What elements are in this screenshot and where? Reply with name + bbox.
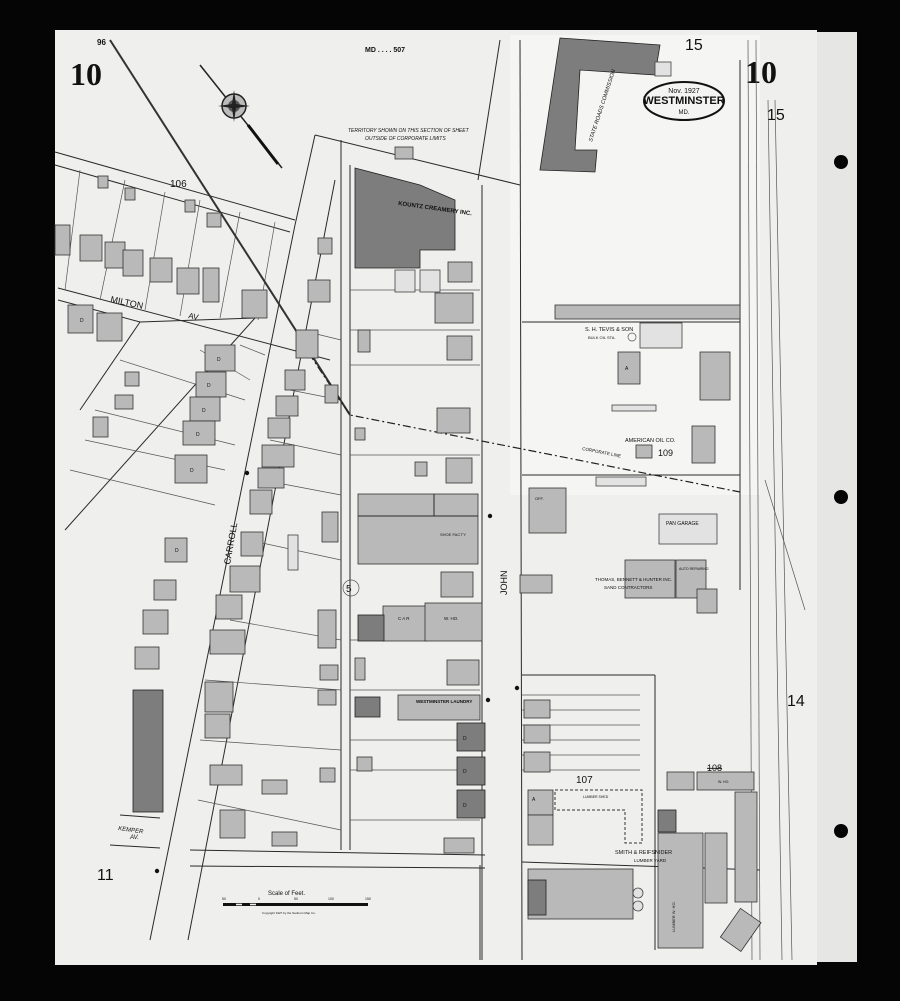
dwelling-marks: D D D D D D D D D D A A [80,318,629,809]
date-stamp: Nov. 1927 WESTMINSTER MD. [643,81,725,121]
label-pan-garage: PAN GARAGE [666,521,699,527]
scale-title: Scale of Feet. [268,891,305,897]
stamp-date: Nov. 1927 [668,88,699,95]
block-number-108: 108 [707,763,722,773]
label-tevis: S. H. TEVIS & SON [585,327,633,333]
svg-text:D: D [463,736,467,742]
scale-tick: 0 [258,897,260,901]
punch-hole [834,824,848,838]
svg-text:A: A [532,797,536,803]
adjoining-sheet-14: 14 [787,693,805,710]
hydrant-icon [514,685,520,691]
north-arrow-compass-icon [199,64,283,169]
punch-hole [834,155,848,169]
svg-text:D: D [463,769,467,775]
adjoining-sheet-5: 5 [346,584,352,595]
block-number-107: 107 [576,775,593,786]
scale-tick: 50 [222,897,226,901]
street-label-john: JOHN [499,571,509,596]
scale-bar: Scale of Feet. 50 0 50 100 150 Copyright… [222,891,371,915]
label-car: C A R [398,616,410,621]
buildings [54,37,762,952]
svg-text:D: D [196,432,200,438]
scale-tick: 50 [294,897,298,901]
building-pan-garage [658,513,718,545]
svg-text:D: D [217,357,221,363]
oil-tank-icon [627,332,637,342]
territory-note-line1: TERRITORY SHOWN ON THIS SECTION OF SHEET [348,128,470,134]
svg-text:D: D [175,548,179,554]
hydrant-icon [244,470,250,476]
sheet-5-marker [342,579,360,597]
label-office: OFF. [535,496,544,501]
copyright: Copyright 1927 by the Sanborn Map Co. [262,911,316,915]
hydrant-icon [485,697,491,703]
label-american-oil: AMERICAN OIL CO. [625,438,676,444]
adjoining-sheet-15-right: 15 [767,107,785,124]
label-bulk-oil-station: BULK OIL STA. [588,335,616,340]
label-auto-repairing: AUTO REPAIRING [679,567,709,571]
lumber-shed-outline [554,789,643,844]
svg-text:D: D [207,383,211,389]
svg-text:A: A [625,366,629,372]
adjoining-sheet-96: 96 [97,38,106,47]
label-lumber-yard: LUMBER YARD [634,858,667,863]
corporate-limit-line [299,339,741,493]
adjoining-sheet-15-top: 15 [685,37,703,54]
block-number-106: 106 [170,179,187,190]
building-shoe-factory [357,493,479,565]
sheet-number-right: 10 [745,54,777,90]
building-office [528,487,567,534]
label-thomas-bennett-hunter: THOMAS, BENNETT & HUNTER INC. [595,577,672,582]
building-lumber-warehouse [657,832,704,949]
stamp-city: WESTMINSTER [643,95,724,107]
adjoining-sheet-11: 11 [97,867,114,884]
hydrant-icon [487,513,493,519]
label-sand-contractors: SAND CONTRACTORS [604,585,652,590]
label-shoe-factory: SHOE FACT'Y [440,532,466,537]
building-row-houses [132,689,164,813]
svg-text:D: D [202,408,206,414]
svg-text:D: D [80,318,84,324]
street-lines [54,39,761,961]
sheet-number-left: 10 [70,56,102,92]
street-label-kemper: KEMPER [118,826,145,836]
hydrant-icon [154,868,160,874]
scale-tick: 100 [328,897,334,901]
territory-note-line2: OUTSIDE OF CORPORATE LIMITS [365,136,446,142]
building-state-roads-garage [539,37,661,173]
punch-hole [834,490,848,504]
label-westminster-laundry: WESTMINSTER LAUNDRY [416,699,472,704]
svg-text:D: D [190,468,194,474]
label-warehouse-2: W. HO. [444,616,459,621]
label-smith-reifsnider: SMITH & REIFSNIDER [615,850,672,856]
street-label-milton-av: AV. [188,311,201,322]
scale-tick: 150 [365,897,371,901]
building-westminster-laundry [397,694,481,721]
label-lumber-warehouse: LUMBER W. HO. [671,901,676,932]
index-reference: MD . . . . 507 [365,47,405,54]
block-number-109: 109 [658,448,673,458]
building-kountz-creamery [354,167,456,269]
svg-text:D: D [463,803,467,809]
label-lumber-shed: LUMBER SHED [583,795,609,799]
label-warehouse: W. HO. [718,780,729,784]
stamp-state: MD. [679,110,690,116]
street-label-kemper-av: AV. [129,835,139,841]
